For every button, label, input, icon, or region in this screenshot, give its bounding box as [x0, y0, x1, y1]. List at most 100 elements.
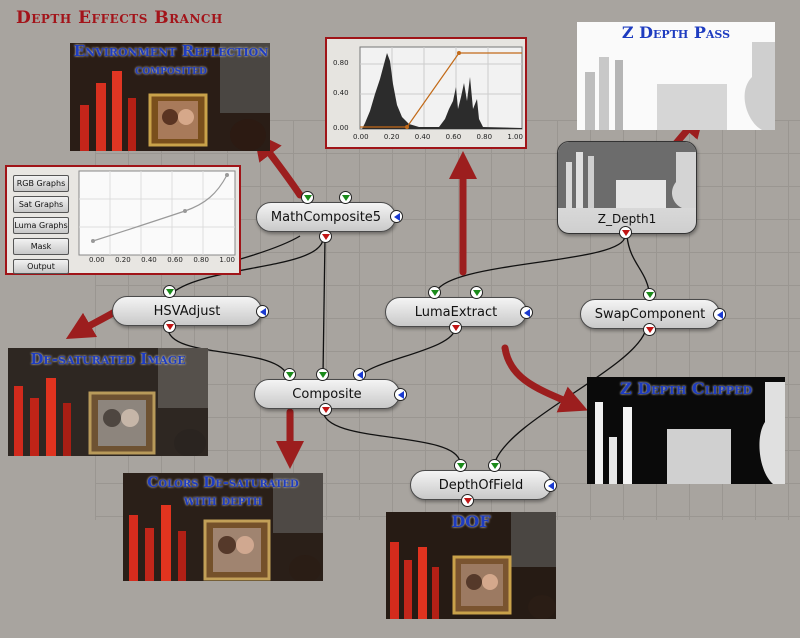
- depth-render: [577, 22, 775, 130]
- env-reflection-caption-line1: Environment Reflection: [73, 42, 269, 60]
- desaturated-scene: [8, 348, 208, 456]
- colors-desaturated-caption-line2: with depth: [183, 493, 263, 509]
- curve-x-ticks: 0.00 0.20 0.40 0.60 0.80 1.00: [89, 256, 235, 264]
- histogram-x-tick: 1.00: [507, 133, 523, 141]
- depth-of-field-mask-port[interactable]: [544, 479, 557, 492]
- z-depth1-thumbnail: [558, 142, 696, 208]
- hsv-adjust-node[interactable]: HSVAdjust: [112, 296, 262, 326]
- rgb-graphs-label: RGB Graphs: [16, 179, 66, 188]
- wire-luma-to-composite: [359, 327, 456, 378]
- histogram-x-tick: 0.20: [383, 133, 400, 141]
- histogram-x-ticks: 0.00 0.20 0.40 0.60 0.80 1.00: [353, 133, 523, 141]
- z-depth1-label: Z_Depth1: [597, 212, 657, 226]
- dof-caption: DOF: [451, 512, 491, 531]
- desaturated-caption: De-saturated Image: [30, 350, 186, 368]
- luma-extract-node[interactable]: LumaExtract: [385, 297, 527, 327]
- math-composite-mask-port[interactable]: [390, 210, 403, 223]
- colors-desaturated-image: [123, 473, 323, 581]
- luma-graphs-button[interactable]: Luma Graphs: [13, 217, 69, 234]
- wire-zdepth-to-luma: [434, 235, 626, 296]
- luma-extract-input-port-1[interactable]: [428, 286, 441, 299]
- curve-x-tick: 0.00: [89, 256, 105, 264]
- composite-input-port-2[interactable]: [316, 368, 329, 381]
- luma-histogram-panel: 0.80 0.40 0.00 0.00 0.20 0.40 0.60 0.80 …: [325, 37, 527, 149]
- luma-extract-output-port[interactable]: [449, 321, 462, 334]
- histogram-y-tick-2: 0.00: [333, 124, 349, 132]
- composite-input-port-1[interactable]: [283, 368, 296, 381]
- curve-x-tick: 0.60: [167, 256, 183, 264]
- z-depth-pass-image: [577, 22, 775, 130]
- colors-desaturated-caption-line1: Colors De-saturated: [147, 475, 299, 491]
- desaturated-image: [8, 348, 208, 456]
- hsv-adjust-mask-port[interactable]: [256, 305, 269, 318]
- hsv-adjust-input-port[interactable]: [163, 285, 176, 298]
- luma-curve: [360, 52, 522, 128]
- z-depth-clipped-image: [587, 377, 785, 484]
- rgb-graphs-button[interactable]: RGB Graphs: [13, 175, 69, 192]
- swap-component-mask-port[interactable]: [713, 308, 726, 321]
- env-reflection-image: [70, 43, 270, 151]
- hsv-adjust-output-port[interactable]: [163, 320, 176, 333]
- wire-hsv-to-composite: [167, 327, 289, 378]
- saturation-curve-chart: [78, 170, 236, 256]
- depth-of-field-input-port-2[interactable]: [488, 459, 501, 472]
- curve-x-tick: 0.80: [193, 256, 209, 264]
- wire-math-to-composite: [322, 237, 326, 376]
- histogram-x-tick: 0.60: [445, 133, 462, 141]
- composite-label: Composite: [292, 386, 362, 402]
- histogram-y-tick-0: 0.80: [333, 59, 349, 67]
- hsv-adjust-label: HSVAdjust: [153, 303, 221, 319]
- math-composite-label: MathComposite5: [270, 209, 382, 225]
- swap-component-label: SwapComponent: [594, 306, 706, 322]
- wire-composite-to-dof: [322, 409, 461, 463]
- composite-mask-port[interactable]: [353, 368, 366, 381]
- dof-image: [386, 512, 556, 619]
- depth-of-field-node[interactable]: DepthOfField: [410, 470, 552, 500]
- mask-label: Mask: [30, 242, 52, 251]
- swap-component-input-port[interactable]: [643, 288, 656, 301]
- histogram-x-tick: 0.00: [353, 133, 369, 141]
- math-composite-input-port-1[interactable]: [301, 191, 314, 204]
- curve-x-tick: 0.20: [115, 256, 131, 264]
- z-depth1-node[interactable]: Z_Depth1: [557, 141, 697, 234]
- histogram-fill: [362, 53, 522, 129]
- scene-illustration: [70, 43, 270, 151]
- z-depth1-output-port[interactable]: [619, 226, 632, 239]
- dof-scene: [386, 512, 556, 619]
- math-composite-node[interactable]: MathComposite5: [256, 202, 396, 232]
- env-reflection-caption-line2: composited: [135, 63, 207, 78]
- luma-extract-mask-port[interactable]: [520, 306, 533, 319]
- sat-graphs-label: Sat Graphs: [18, 200, 64, 209]
- sat-graphs-button[interactable]: Sat Graphs: [13, 196, 69, 213]
- curve-x-tick: 1.00: [219, 256, 235, 264]
- histogram-chart: [359, 46, 523, 130]
- z-depth-pass-caption: Z Depth Pass: [621, 23, 731, 42]
- colors-desaturated-scene: [123, 473, 323, 581]
- luma-graphs-label: Luma Graphs: [14, 221, 68, 230]
- clipped-depth-render: [587, 377, 785, 484]
- curve-editor-panel: RGB Graphs Sat Graphs Luma Graphs Mask O…: [5, 165, 241, 275]
- wire-math-to-hsv: [169, 237, 324, 296]
- math-composite-output-port[interactable]: [319, 230, 332, 243]
- z-depth-clipped-caption: Z Depth Clipped: [619, 379, 752, 398]
- colors-desaturated-caption: Colors De-saturated with depth: [123, 474, 323, 510]
- curve-x-tick: 0.40: [141, 256, 157, 264]
- mask-button[interactable]: Mask: [13, 238, 69, 255]
- depth-of-field-output-port[interactable]: [461, 494, 474, 507]
- arrow-to-zdepth-clipped: [501, 344, 588, 413]
- luma-extract-input-port-2[interactable]: [470, 286, 483, 299]
- histogram-y-tick-1: 0.40: [333, 89, 349, 97]
- composite-side-port[interactable]: [394, 388, 407, 401]
- composite-output-port[interactable]: [319, 403, 332, 416]
- histogram-x-tick: 0.80: [476, 133, 493, 141]
- output-button[interactable]: Output: [13, 259, 69, 274]
- swap-component-output-port[interactable]: [643, 323, 656, 336]
- page-title: Depth Effects Branch: [16, 8, 223, 28]
- math-composite-input-port-2[interactable]: [339, 191, 352, 204]
- depth-of-field-label: DepthOfField: [438, 477, 524, 493]
- output-label: Output: [27, 262, 55, 271]
- luma-extract-label: LumaExtract: [414, 304, 498, 320]
- histogram-x-tick: 0.40: [414, 133, 431, 141]
- depth-of-field-input-port-1[interactable]: [454, 459, 467, 472]
- env-reflection-caption: Environment Reflection composited: [73, 42, 269, 80]
